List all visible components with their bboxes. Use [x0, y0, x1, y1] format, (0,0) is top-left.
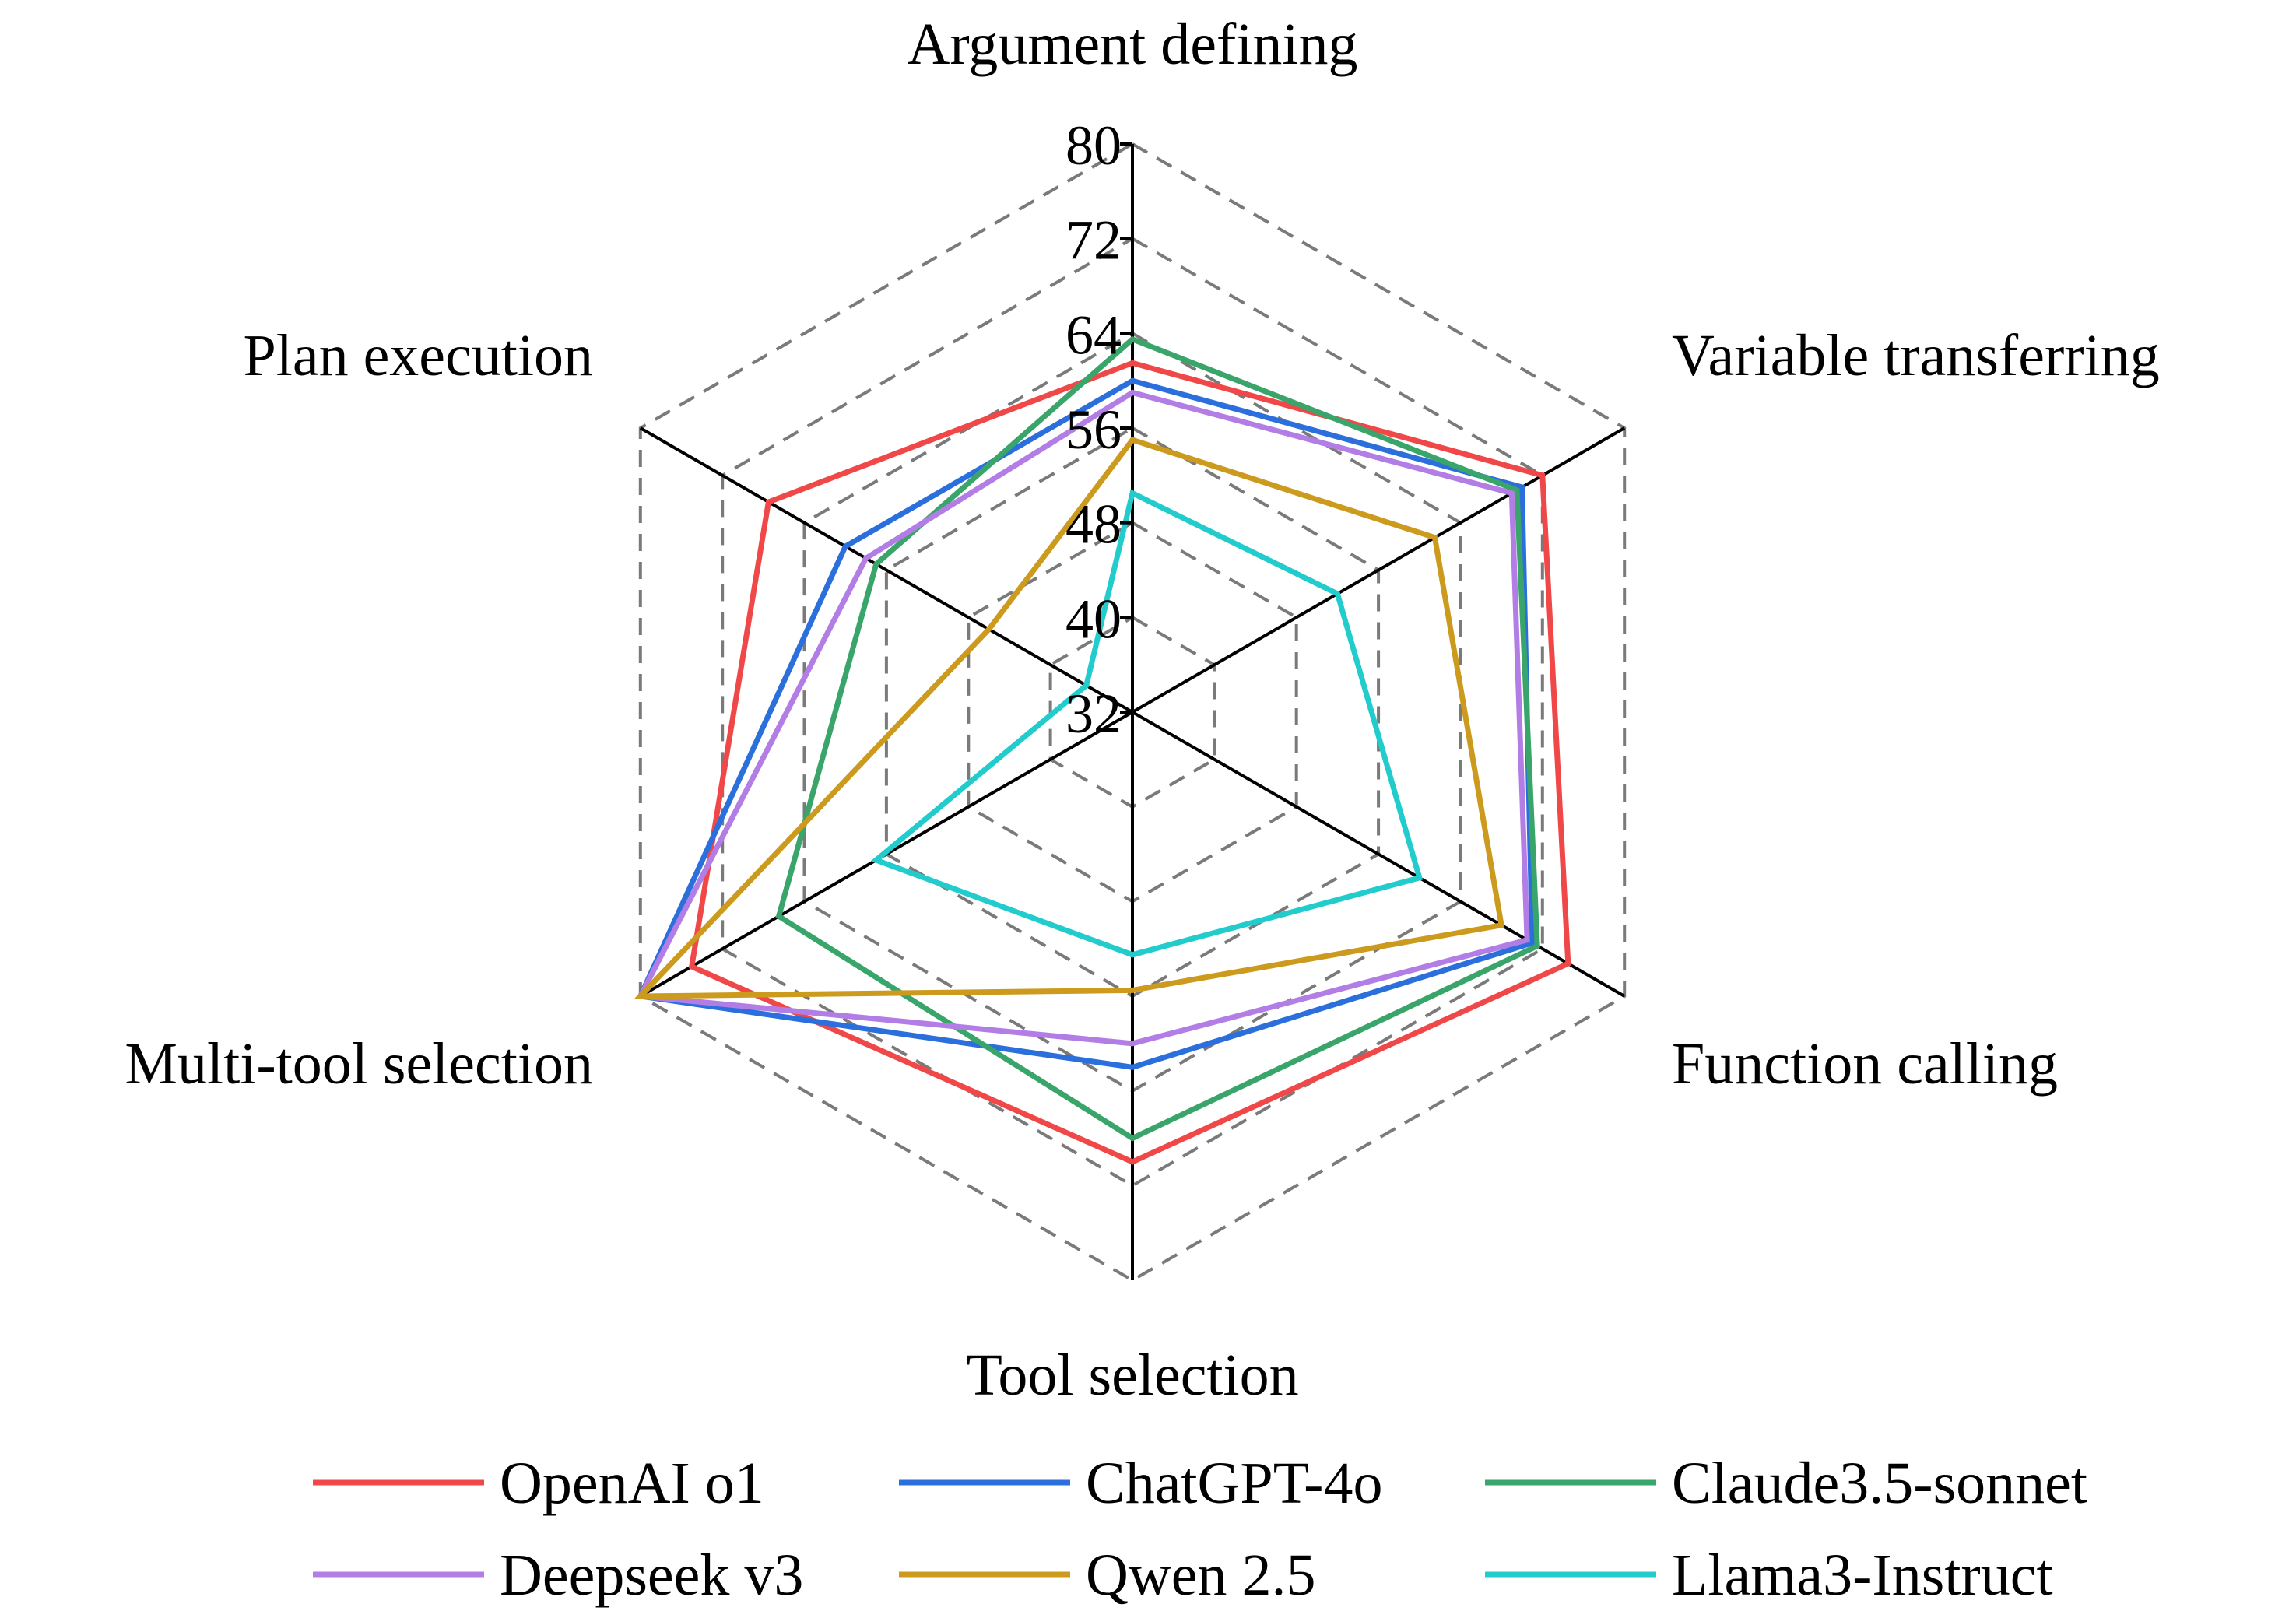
axis-label-3: Function calling: [1672, 1031, 2058, 1097]
radar-series: [634, 335, 1571, 1165]
series-line-1: [688, 360, 1571, 1165]
tick-label-32: 32: [1065, 683, 1122, 745]
legend-label-3: Claude3.5-sonnet: [1672, 1451, 2087, 1516]
axis-label-4: Tool selection: [966, 1342, 1298, 1408]
axis-label-5: Multi-tool selection: [125, 1031, 593, 1097]
legend-label-2: ChatGPT-4o: [1086, 1451, 1382, 1516]
legend-label-5: Qwen 2.5: [1086, 1543, 1316, 1608]
tick-label-48: 48: [1065, 493, 1122, 556]
axis-label-1: Argument defining: [907, 12, 1357, 77]
tick-label-72: 72: [1065, 209, 1122, 272]
tick-label-40: 40: [1065, 588, 1122, 650]
series-line-4: [636, 389, 1530, 1047]
series-line-2: [636, 377, 1536, 1070]
radar-tick-labels: 32 40 48 56 64 72 80: [1065, 114, 1132, 745]
series-line-6: [870, 489, 1424, 958]
legend-label-1: OpenAI o1: [500, 1451, 764, 1516]
tick-label-64: 64: [1065, 304, 1122, 366]
series-line-3: [775, 335, 1540, 1142]
axis-label-2: Variable transferring: [1672, 323, 2160, 388]
legend-label-6: Llama3-Instruct: [1672, 1543, 2053, 1608]
series-line-5: [634, 437, 1505, 999]
tick-label-56: 56: [1065, 398, 1122, 461]
axis-spoke-3: [1132, 711, 1626, 998]
axis-spoke-6: [639, 426, 1133, 714]
legend-label-4: Deepseek v3: [500, 1543, 803, 1608]
tick-label-80: 80: [1065, 114, 1122, 177]
axis-label-6: Plan execution: [243, 323, 593, 388]
chart-legend: OpenAI o1 ChatGPT-4o Claude3.5-sonnetDeeps…: [313, 1451, 2087, 1608]
